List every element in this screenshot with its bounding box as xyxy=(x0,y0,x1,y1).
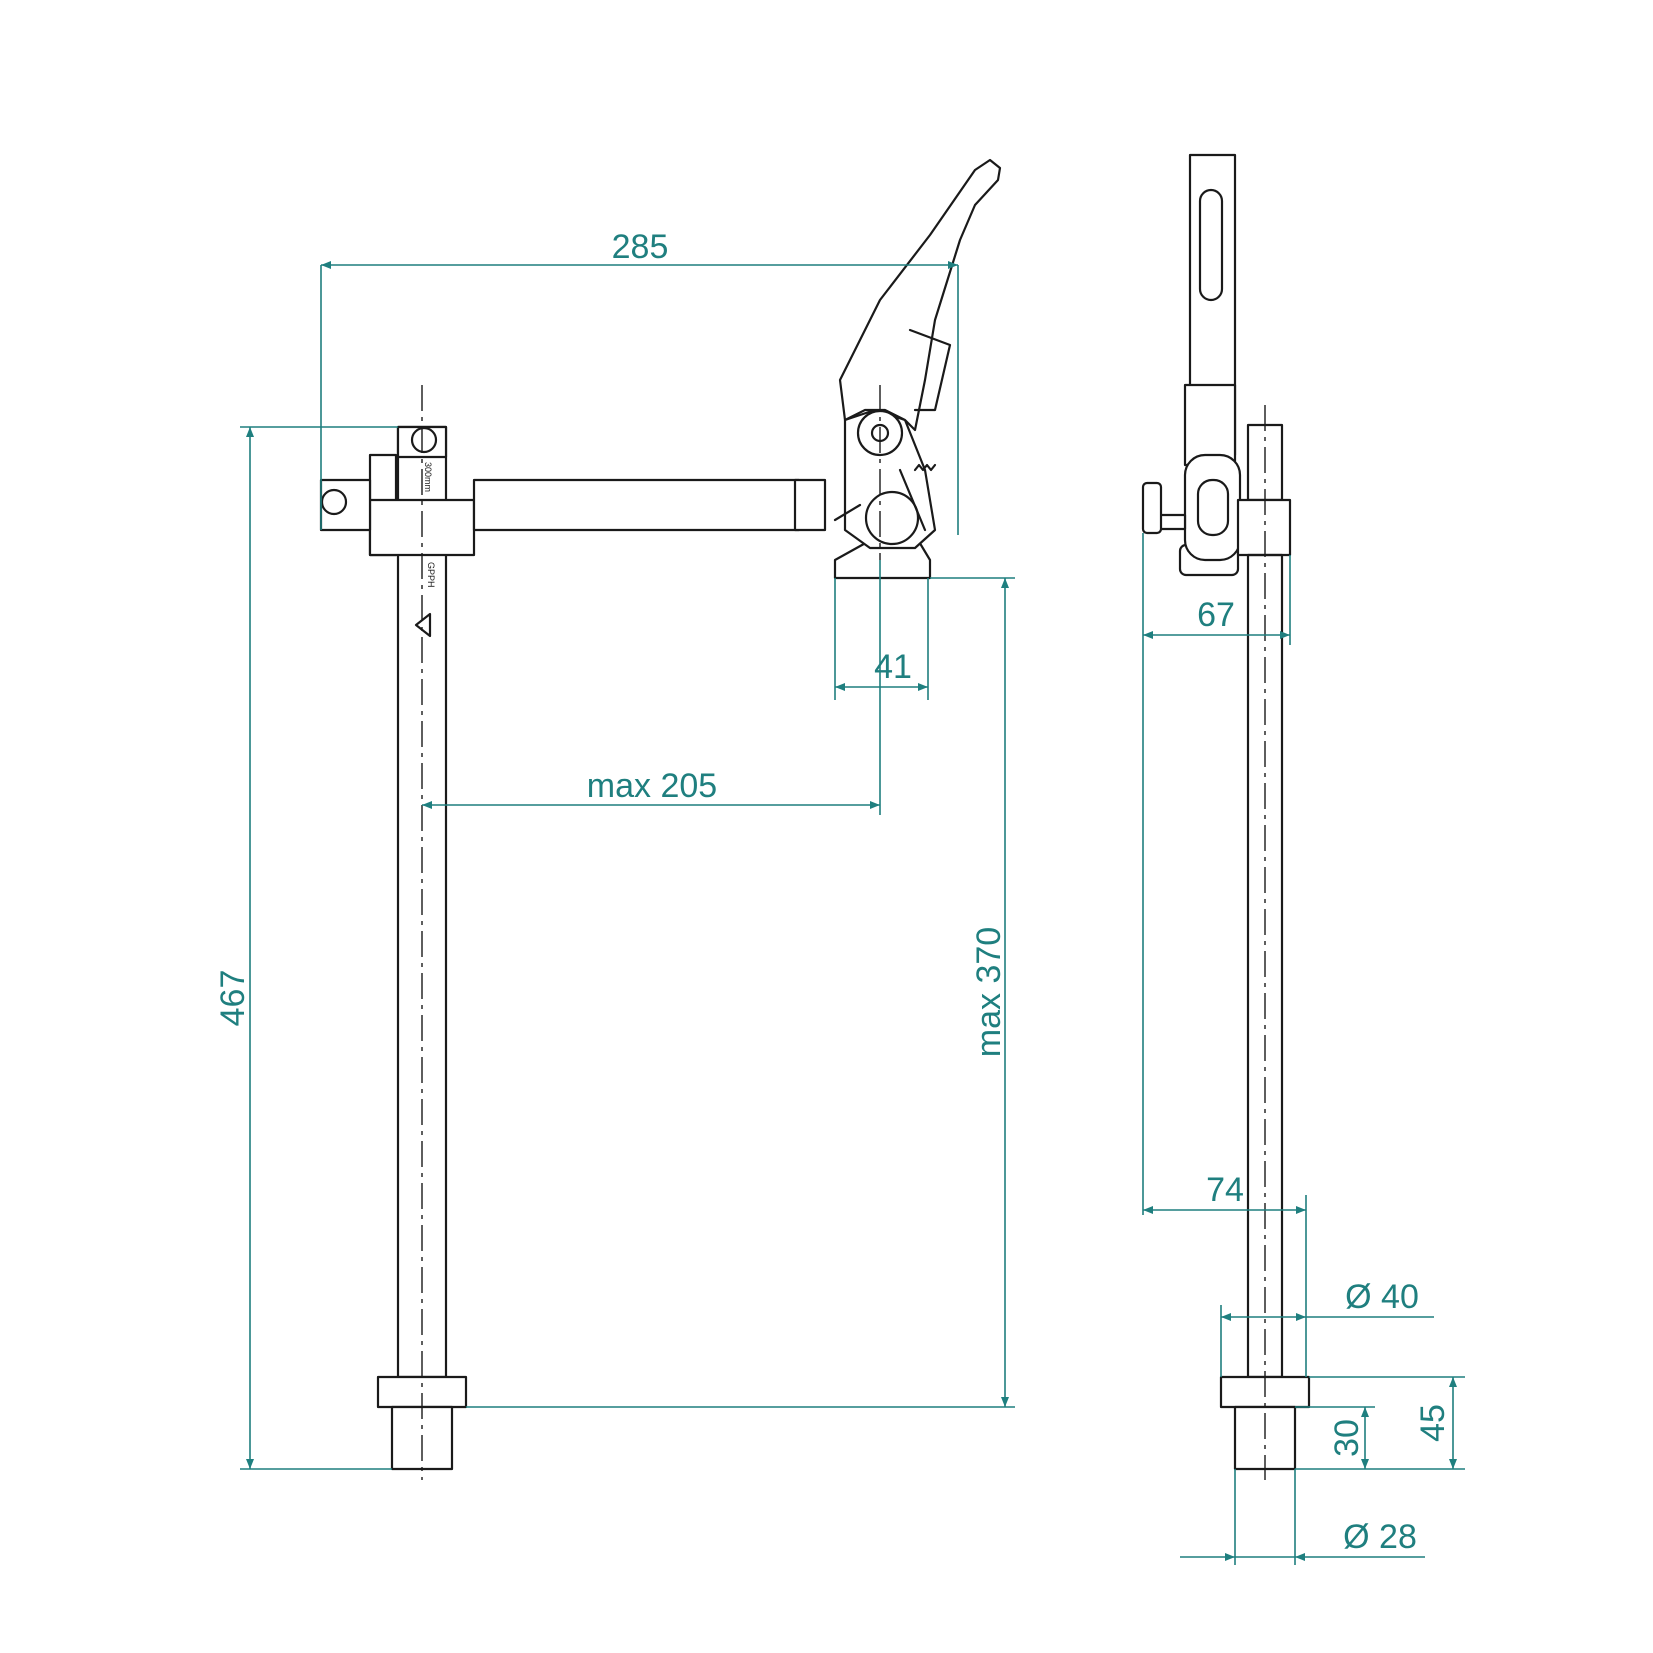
dim-max-205: max 205 xyxy=(587,767,717,805)
dim-74: 74 xyxy=(1206,1171,1244,1209)
clamp-lever xyxy=(838,158,1002,432)
lever-slot xyxy=(1198,188,1224,302)
pivot-pin-lower xyxy=(864,490,920,546)
lever-grip xyxy=(908,328,952,412)
side-knob xyxy=(1141,481,1163,535)
side-clamp-body xyxy=(1183,453,1242,562)
dim-45: 45 xyxy=(1414,1404,1452,1442)
dim-285: 285 xyxy=(612,228,669,266)
dim-dia-28: Ø 28 xyxy=(1343,1518,1417,1556)
warning-triangle-icon xyxy=(414,612,432,638)
column-hole xyxy=(410,426,438,454)
spring-detail xyxy=(913,463,937,472)
side-knob-stem xyxy=(1158,513,1187,531)
dim-dia-40: Ø 40 xyxy=(1345,1278,1419,1316)
dim-max-370: max 370 xyxy=(970,927,1008,1057)
dim-30: 30 xyxy=(1328,1419,1366,1457)
side-clamp-roller xyxy=(1196,478,1230,537)
front-view: 300mm GPPH xyxy=(319,158,1002,1480)
rod-marking-brand: GPPH xyxy=(426,562,436,588)
dim-67: 67 xyxy=(1197,596,1235,634)
side-hinge xyxy=(1183,383,1237,467)
arm-collar xyxy=(793,478,827,532)
side-dimensions: 67 74 Ø 40 45 30 Ø 28 xyxy=(1142,533,1465,1565)
side-view xyxy=(1141,153,1311,1480)
side-slider-block xyxy=(1236,498,1292,557)
front-dimensions: 285 467 41 max 205 max 370 xyxy=(214,228,1015,1470)
dim-467: 467 xyxy=(214,970,252,1027)
horizontal-arm xyxy=(472,478,801,532)
arm-end-hole xyxy=(320,488,348,516)
lever-link xyxy=(833,468,927,532)
rod-marking-length: 300mm xyxy=(423,462,433,492)
